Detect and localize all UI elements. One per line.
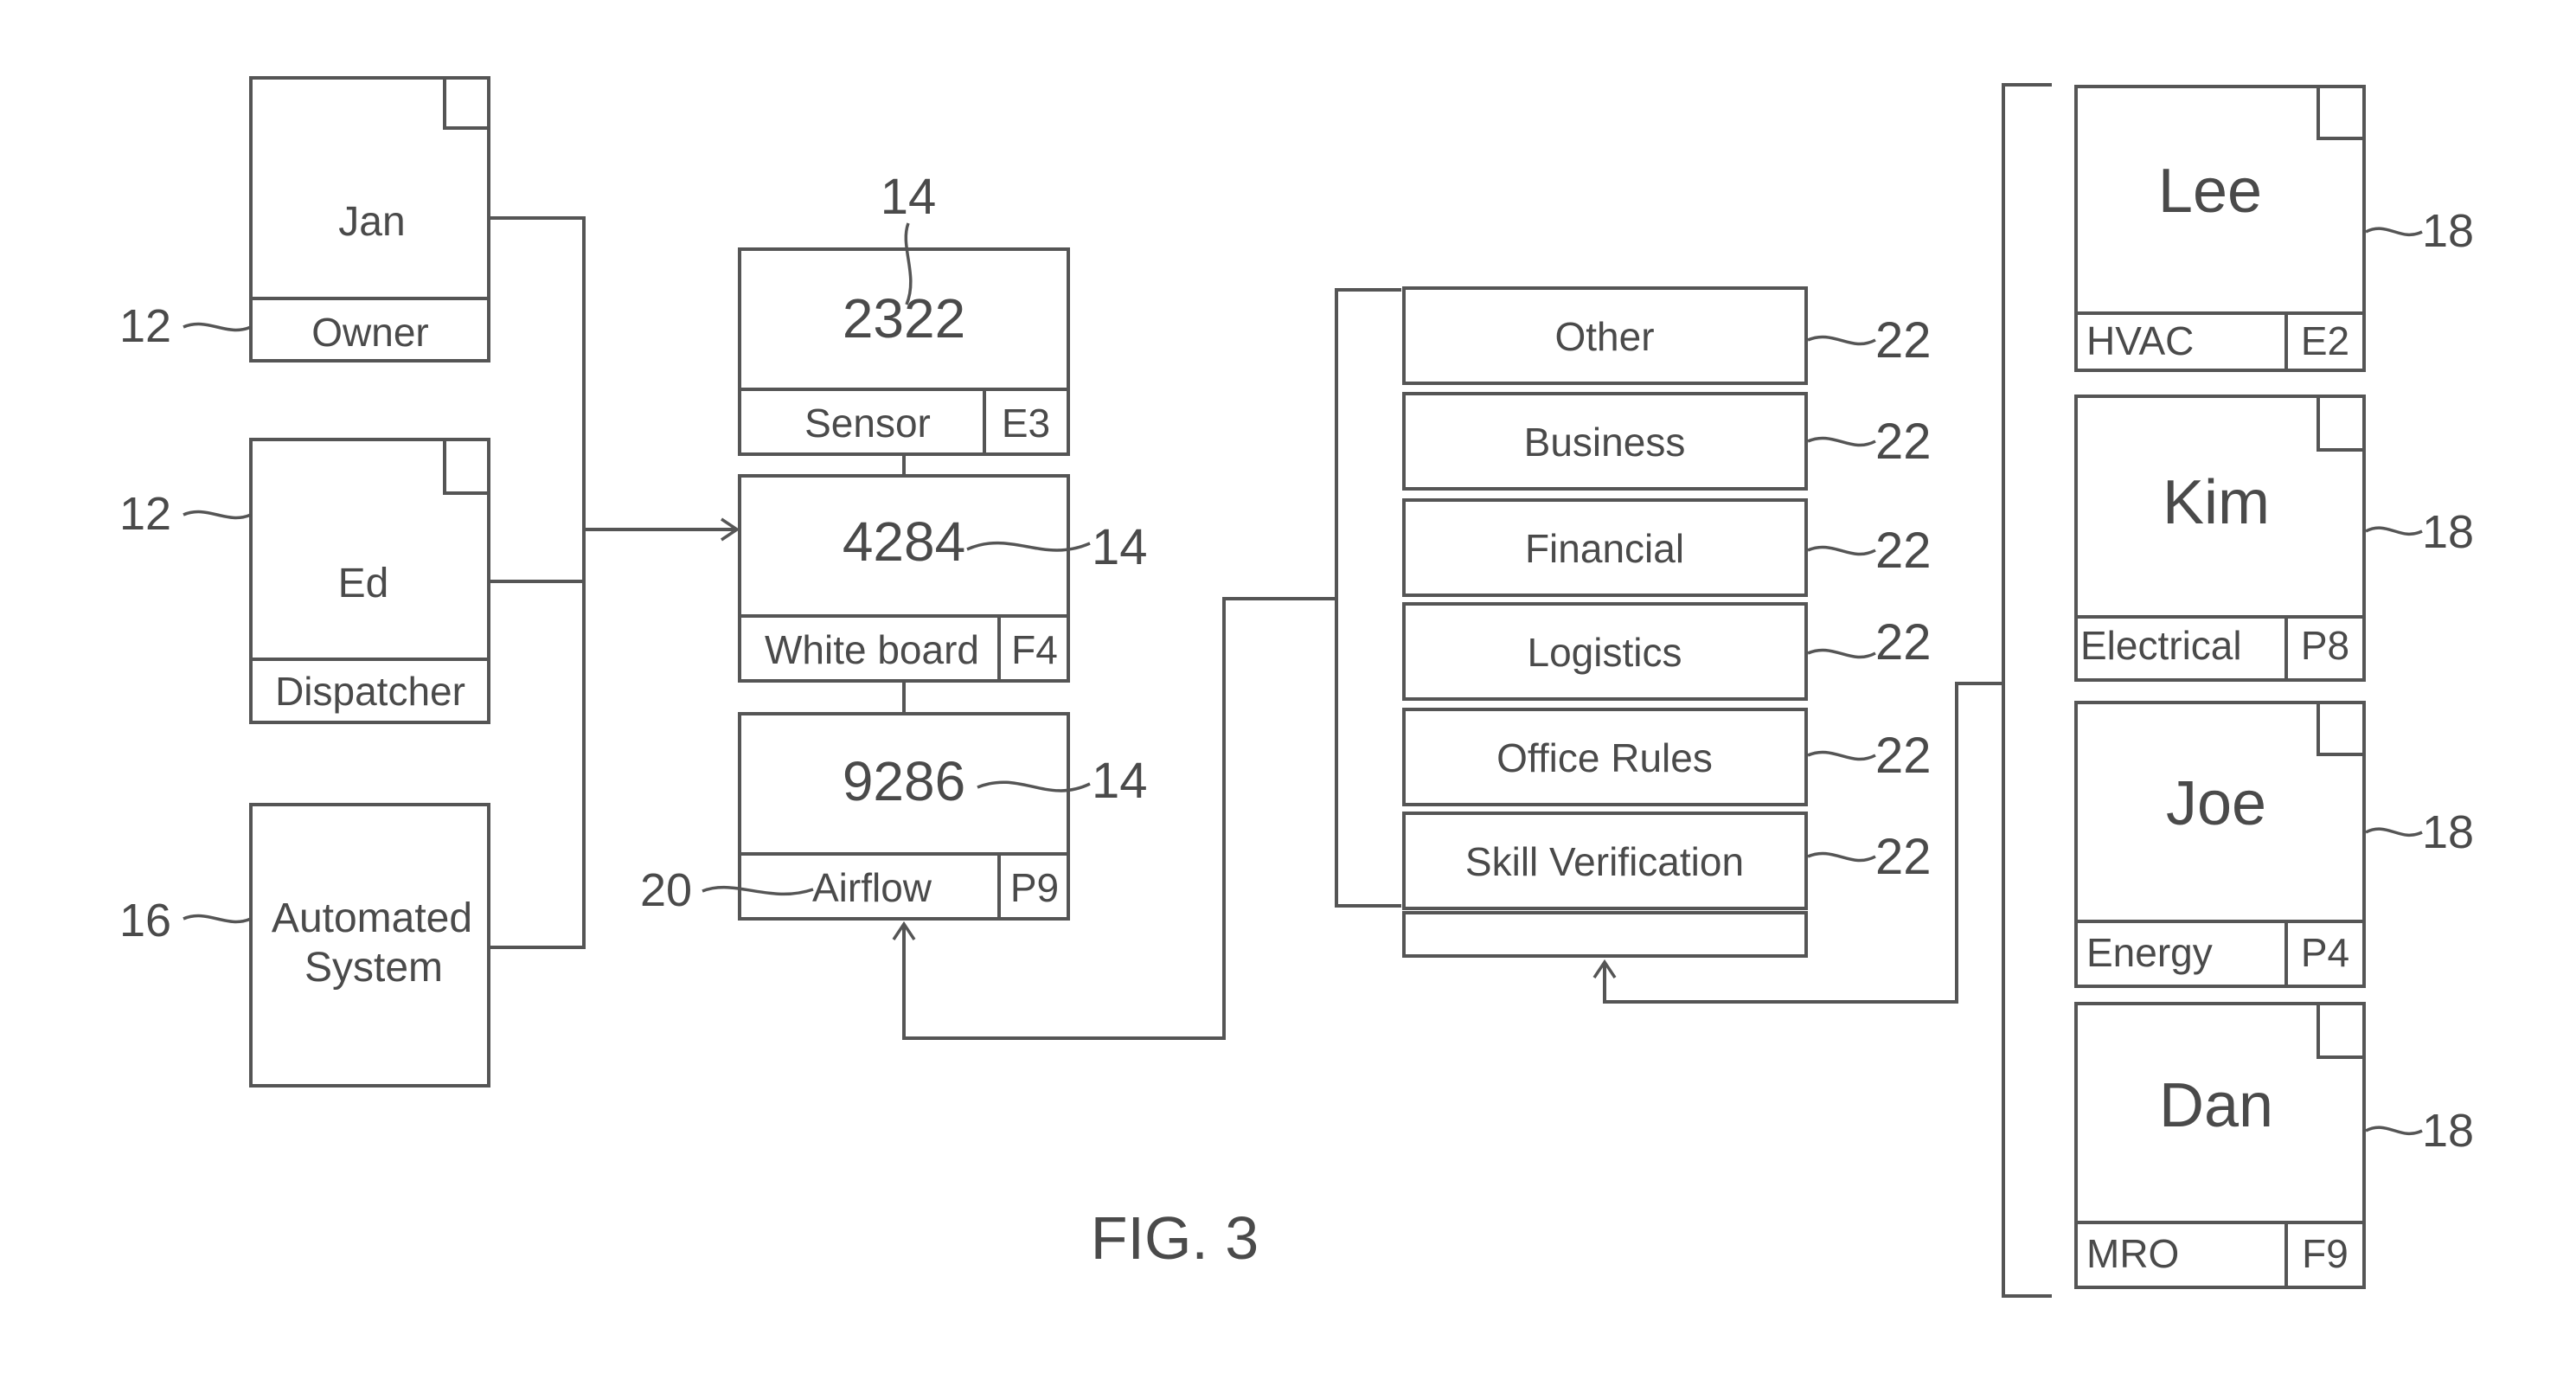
svg-text:22: 22 [1875, 312, 1932, 369]
svg-text:22: 22 [1875, 614, 1932, 670]
svg-text:18: 18 [2422, 806, 2474, 858]
requester-connector [489, 218, 737, 947]
ref-label-12-ed: 12 [119, 488, 251, 540]
technician-code: F9 [2302, 1231, 2349, 1276]
category-item-office-rules[interactable]: Office Rules [1404, 709, 1806, 805]
category-item-empty[interactable] [1404, 913, 1806, 956]
technician-skill: Energy [2086, 930, 2213, 975]
ticket-number: 4284 [843, 510, 965, 573]
category-label: Logistics [1528, 630, 1682, 675]
svg-text:14: 14 [881, 169, 937, 225]
ticket-number: 2322 [843, 287, 965, 350]
category-label: Financial [1525, 526, 1684, 571]
ref-label-18-joe: 18 [2366, 806, 2474, 858]
svg-text:16: 16 [119, 895, 171, 946]
requester-card-jan[interactable]: Jan Owner [251, 78, 489, 361]
category-label: Other [1554, 314, 1654, 359]
svg-text:22: 22 [1875, 523, 1932, 579]
requester-role: Dispatcher [275, 669, 465, 714]
svg-text:18: 18 [2422, 1105, 2474, 1157]
requester-name: Automated [272, 895, 472, 941]
technician-card-kim[interactable]: Kim Electrical P8 [2076, 396, 2364, 680]
category-item-logistics[interactable]: Logistics [1404, 604, 1806, 699]
ref-label-18-kim: 18 [2366, 506, 2474, 558]
ref-labels-22: 22 22 22 22 22 22 [1808, 312, 1932, 885]
category-label: Office Rules [1496, 735, 1713, 780]
technician-name: Dan [2159, 1071, 2273, 1140]
technician-skill: Electrical [2080, 623, 2242, 668]
category-item-financial[interactable]: Financial [1404, 500, 1806, 595]
technician-name: Kim [2163, 468, 2270, 537]
svg-text:18: 18 [2422, 205, 2474, 257]
ticket-type: Sensor [804, 401, 931, 446]
ref-label-16: 16 [119, 895, 251, 946]
ticket-code: P9 [1010, 865, 1059, 910]
figure-label: FIG. 3 [1091, 1204, 1259, 1272]
technician-code: P8 [2301, 623, 2349, 668]
ticket-code: F4 [1011, 627, 1058, 672]
ticket-number: 9286 [843, 750, 965, 812]
svg-text:12: 12 [119, 488, 171, 540]
svg-text:22: 22 [1875, 728, 1932, 784]
requester-role: Owner [311, 310, 428, 355]
technician-bracket [2003, 85, 2052, 1296]
category-label: Skill Verification [1465, 839, 1744, 884]
category-item-other[interactable]: Other [1404, 288, 1806, 383]
ticket-card-4284[interactable]: 4284 White board F4 [740, 476, 1068, 681]
svg-text:22: 22 [1875, 829, 1932, 885]
technician-card-lee[interactable]: Lee HVAC E2 [2076, 87, 2364, 370]
svg-text:20: 20 [640, 864, 692, 916]
ticket-code: E3 [1002, 401, 1050, 446]
ticket-card-9286[interactable]: 9286 Airflow P9 [740, 714, 1068, 919]
category-bracket [1336, 290, 1401, 906]
requester-card-ed[interactable]: Ed Dispatcher [251, 439, 489, 722]
ref-label-18-lee: 18 [2366, 205, 2474, 257]
ticket-type: Airflow [812, 865, 932, 910]
svg-text:18: 18 [2422, 506, 2474, 558]
svg-text:12: 12 [119, 300, 171, 352]
svg-text:14: 14 [1092, 519, 1148, 575]
ticket-card-2322[interactable]: 2322 Sensor E3 [740, 249, 1068, 454]
technician-code: P4 [2301, 930, 2349, 975]
ref-label-12-jan: 12 [119, 300, 251, 352]
requester-name: Jan [338, 199, 405, 245]
category-item-skill-verification[interactable]: Skill Verification [1404, 813, 1806, 908]
category-label: Business [1524, 420, 1686, 465]
technician-card-dan[interactable]: Dan MRO F9 [2076, 1004, 2364, 1287]
ref-label-18-dan: 18 [2366, 1105, 2474, 1157]
ticket-type: White board [765, 627, 979, 672]
category-item-business[interactable]: Business [1404, 394, 1806, 489]
technician-name: Joe [2166, 769, 2266, 838]
technician-skill: HVAC [2086, 318, 2194, 363]
svg-text:14: 14 [1092, 753, 1148, 809]
requester-name-line2: System [304, 945, 443, 991]
requester-name: Ed [338, 561, 389, 606]
technician-skill: MRO [2086, 1231, 2179, 1276]
technician-name: Lee [2158, 157, 2262, 226]
requester-card-automated-system[interactable]: Automated System [251, 805, 489, 1086]
svg-text:22: 22 [1875, 414, 1932, 470]
technician-code: E2 [2301, 318, 2349, 363]
technician-card-joe[interactable]: Joe Energy P4 [2076, 703, 2364, 986]
